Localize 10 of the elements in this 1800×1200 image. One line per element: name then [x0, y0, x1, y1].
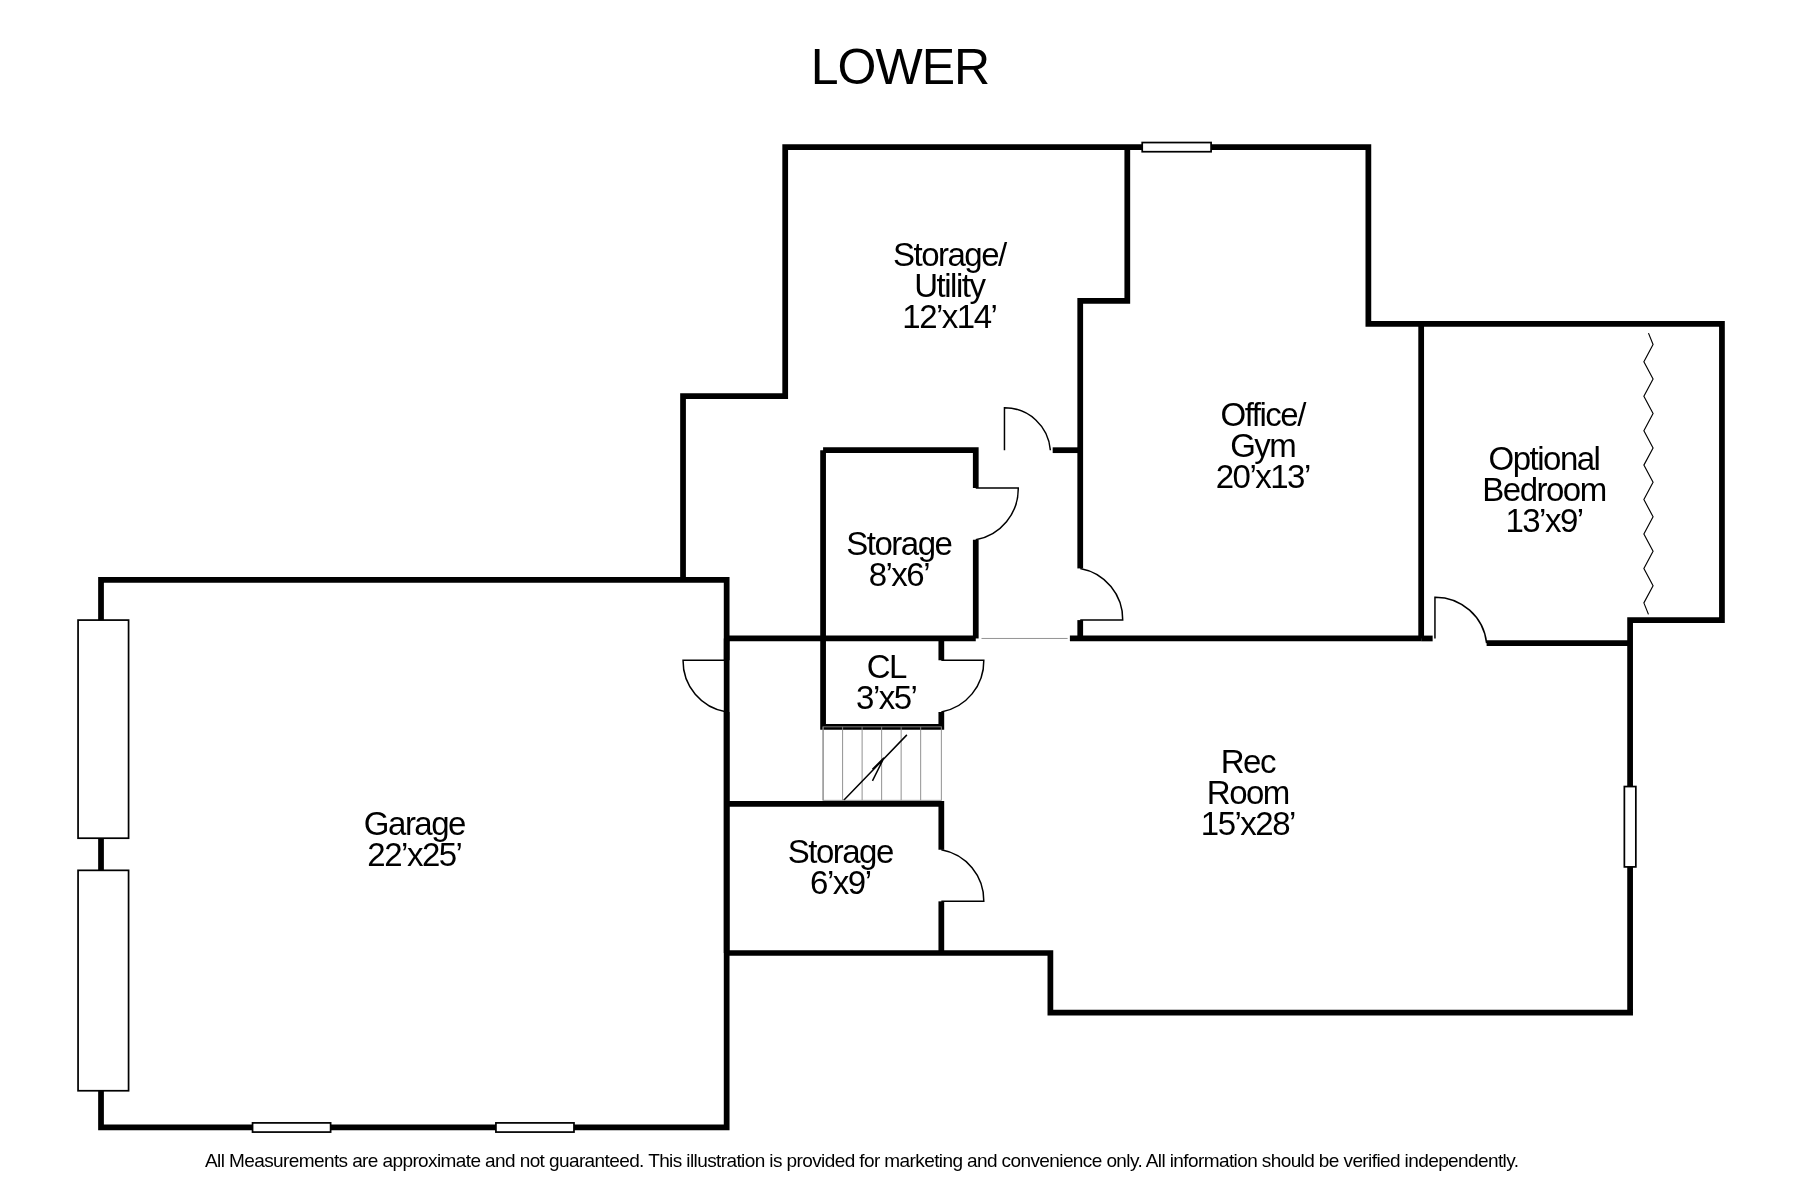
- room-dimensions: 3’x5’: [855, 681, 918, 713]
- room-name: Garage: [362, 808, 466, 840]
- room-name: Rec Room: [1205, 745, 1290, 808]
- plan-title: LOWER: [810, 38, 990, 96]
- room-name: Optional Bedroom: [1481, 442, 1607, 505]
- room-name: Storage: [845, 528, 953, 560]
- room-dimensions: 15’x28’: [1199, 807, 1296, 839]
- room-dimensions: 13’x9’: [1504, 504, 1584, 536]
- disclaimer-note: All Measurements are approximate and not guaranteed. This illustration is provided for marketing and convenience only. All information should be verified independently.: [205, 1150, 1519, 1172]
- room-name: CL: [865, 650, 908, 682]
